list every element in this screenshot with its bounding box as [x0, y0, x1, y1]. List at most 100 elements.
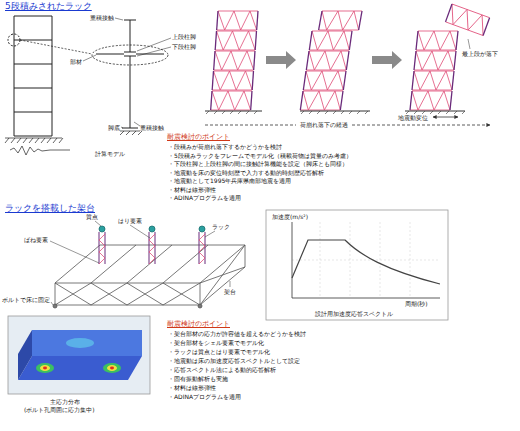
- collapse-sequence-part: [205, 125, 296, 126]
- point-item-box: ・下段柱脚と上段柱脚の間に接触計算機能を設定（脚床とも同様）: [168, 160, 348, 167]
- point-item: ・地震動を床の変位時刻歴で入力する動的時刻歴応答解析: [168, 169, 324, 176]
- section-title-box: 5段積みされたラック: [5, 1, 92, 12]
- frame-model-part: [99, 232, 205, 264]
- figure-label: 重積接触: [90, 14, 114, 21]
- point-item: ・材料は線形弾性: [168, 384, 216, 391]
- rack-model-part: [14, 16, 52, 136]
- collapse-sequence-part: [352, 125, 490, 126]
- figure-label: (ボルト孔周囲に応力集中): [24, 406, 95, 413]
- stress-plot-part: [43, 367, 47, 370]
- point-item-box: ・架台部材をシェル要素でモデル化: [168, 339, 264, 346]
- figure-label-box: 架台: [224, 288, 236, 295]
- point-item: ・地震動は床の加速度応答スペクトルとして設定: [168, 357, 300, 364]
- collapse-sequence-part: [372, 51, 402, 69]
- collapse-sequence-part: [446, 4, 490, 36]
- figure-label-box: 周期(秒): [405, 300, 428, 307]
- point-item-box: ・地震動を床の変位時刻歴で入力する動的時刻歴応答解析: [168, 169, 324, 176]
- spectrum-chart-part: [292, 222, 440, 298]
- figure-label: 主応力分布: [50, 398, 80, 405]
- point-item: ・ADINAプログラムを適用: [168, 194, 241, 201]
- point-item-box: ・ラックは質点とはり要素でモデル化: [168, 348, 270, 355]
- point-item: ・架台部材の応力が許容値を超えるかどうかを検討: [168, 330, 306, 337]
- collapse-sequence-part: [410, 91, 452, 110]
- collapse-sequence-part: [212, 71, 253, 90]
- point-item: ・ADINAプログラムを適用: [168, 393, 241, 400]
- rack-model-part: [20, 40, 92, 54]
- point-item-box: ・材料は線形弾性: [168, 186, 216, 193]
- frame-model-part: [99, 226, 105, 232]
- point-item-box: ・ADINAプログラムを適用: [168, 393, 241, 400]
- figure-label: 架台: [224, 288, 236, 295]
- figure-label-box: ボルトで床に固定: [2, 296, 50, 303]
- figure-label-box: 主応力分布: [50, 398, 80, 405]
- figure-label-box: 質点: [86, 213, 98, 220]
- frame-model-part: [198, 304, 202, 308]
- point-item: ・ラックは質点とはり要素でモデル化: [168, 348, 270, 355]
- stress-plot-part: [110, 367, 114, 370]
- collapse-sequence-part: [303, 71, 346, 90]
- stress-plot-part: [18, 330, 32, 380]
- frame-model-part: [55, 283, 200, 305]
- figure-label-box: 地震動変位: [398, 114, 428, 121]
- figure-label: はり要素: [118, 217, 142, 224]
- rack-model-part: [8, 34, 20, 46]
- figure-label: 加速度(m/s²): [272, 213, 308, 220]
- figure-label-box: 部材: [70, 58, 82, 65]
- collapse-sequence-part: [300, 91, 343, 110]
- frame-model-part: [50, 221, 230, 305]
- point-item-box: ・材料は線形弾性: [168, 384, 216, 391]
- rack-model: [5, 16, 171, 155]
- figure-label: 周期(秒): [405, 300, 428, 307]
- point-heading: 耐震検討のポイント: [167, 133, 230, 141]
- point-item: ・地震動として1995年兵庫県南部地震を適用: [168, 177, 291, 184]
- collapse-sequence-part: [414, 51, 456, 70]
- figure-label: 上段柱脚: [172, 33, 196, 40]
- point-item-box: ・段積みが荷崩れ落下するかどうかを検討: [168, 143, 282, 150]
- frame-model-part: [55, 245, 245, 305]
- collapse-sequence-part: [306, 51, 349, 70]
- figure-label: 脚底: [108, 124, 120, 131]
- collapse-sequence-part: [412, 71, 454, 90]
- point-heading: 耐震検討のポイント: [167, 320, 230, 328]
- point-item: ・下段柱脚と上段柱脚の間に接触計算機能を設定（脚床とも同様）: [168, 160, 348, 167]
- point-item: ・架台部材をシェル要素でモデル化: [168, 339, 264, 346]
- point-item-box: ・架台部材の応力が許容値を超えるかどうかを検討: [168, 330, 306, 337]
- figure-label-box: はり要素: [118, 217, 142, 224]
- figure-label: 重積接触: [140, 124, 164, 131]
- spectrum-chart-part: [292, 222, 440, 298]
- figure-label: ばね要素: [24, 236, 48, 243]
- point-item-box: ・固有振動解析も実施: [168, 375, 228, 382]
- collapse-sequence-part: [211, 91, 252, 110]
- collapse-sequence-part: [266, 51, 296, 69]
- collapse-sequence-part: [217, 11, 258, 30]
- figure-label: 荷崩れ落下の経過: [300, 121, 348, 128]
- figure-label-box: ラック: [212, 223, 230, 230]
- figure-label: 質点: [86, 213, 98, 220]
- figure-label-box: 設計用加速度応答スペクトル: [315, 310, 393, 317]
- figure-label-box: ばね要素: [24, 236, 48, 243]
- collapse-sequence-part: [416, 31, 458, 50]
- collapse-sequence-part: [309, 31, 352, 50]
- figure-label-box: 脚底: [108, 124, 120, 131]
- frame-model-part: [199, 226, 205, 232]
- stress-plot-part: [36, 363, 54, 373]
- stress-plot-part: [32, 330, 142, 356]
- collapse-sequence-part: [206, 111, 465, 114]
- point-item-box: ・5段積みラックをフレームでモデル化（積載荷物は質量のみ考慮）: [168, 152, 352, 159]
- frame-model-part: [91, 245, 245, 305]
- point-item: ・5段積みラックをフレームでモデル化（積載荷物は質量のみ考慮）: [168, 152, 352, 159]
- frame-model-part: [149, 234, 155, 264]
- rack-model-part: [96, 20, 164, 128]
- collapse-sequence-part: [319, 11, 362, 30]
- collapse-sequence-part: [214, 51, 255, 70]
- point-item: ・固有振動解析も実施: [168, 375, 228, 382]
- spectrum-chart: [266, 210, 448, 320]
- frame-model-part: [199, 234, 205, 264]
- collapse-sequence-part: [433, 117, 458, 118]
- point-item-box: ・地震動として1995年兵庫県南部地震を適用: [168, 177, 291, 184]
- figure-label: 設計用加速度応答スペクトル: [315, 310, 393, 317]
- collapse-sequence-part: [215, 31, 256, 50]
- section-title-box: ラックを搭載した架台: [5, 203, 95, 214]
